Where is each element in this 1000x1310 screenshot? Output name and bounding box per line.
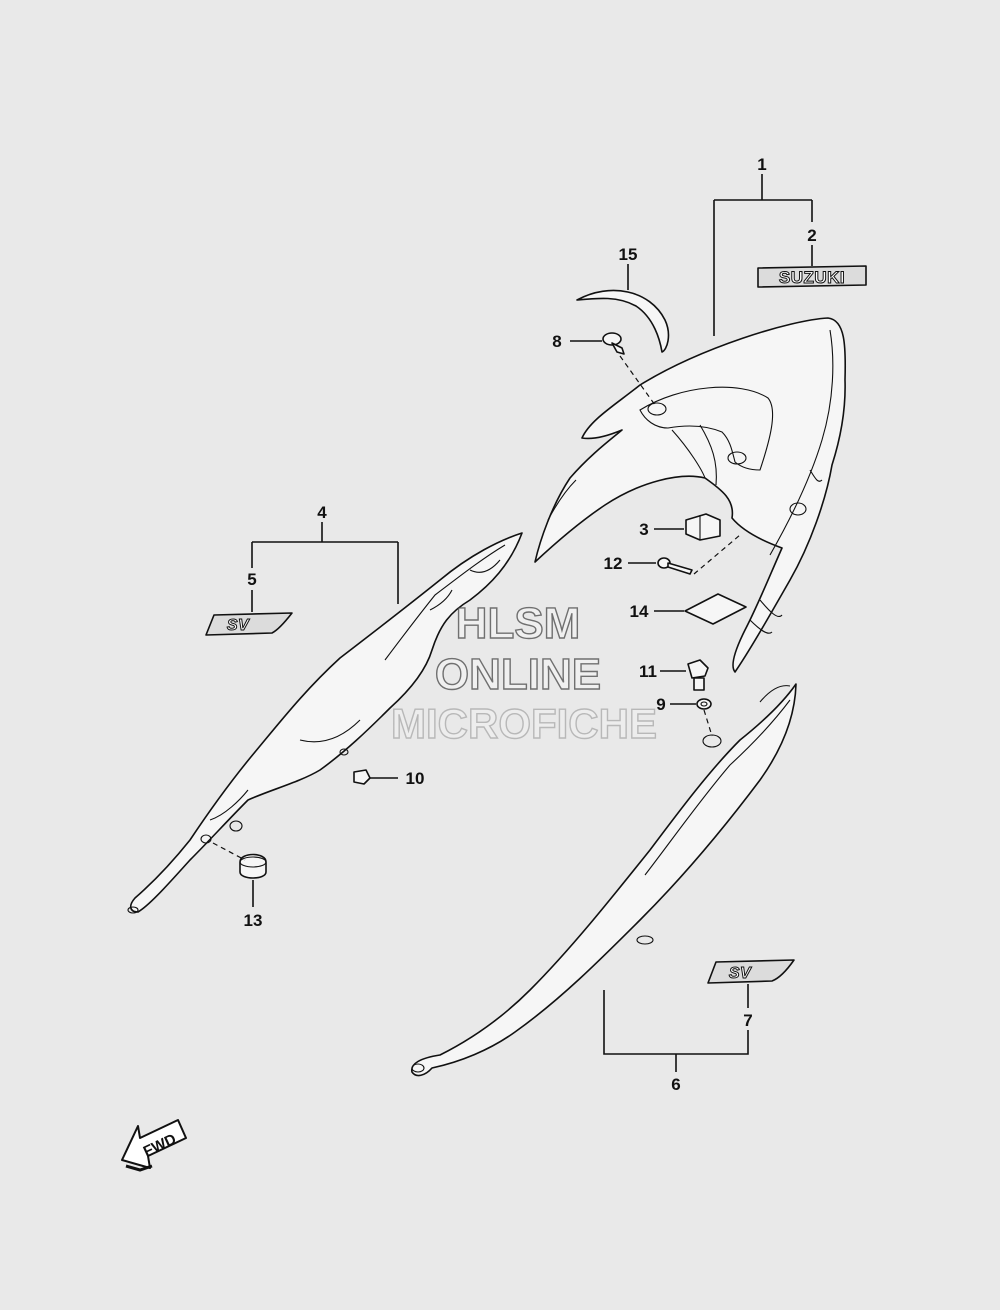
model-emblem-right-text: SV	[729, 965, 752, 982]
model-emblem-left-text: SV	[227, 617, 250, 634]
callout-8: 8	[552, 332, 561, 351]
part-6-right-frame-cover	[411, 683, 797, 1077]
callout-6: 6	[671, 1075, 680, 1094]
callout-14: 14	[630, 602, 649, 621]
part-9-nut	[696, 698, 712, 710]
callout-11: 11	[639, 662, 657, 681]
callout-2: 2	[807, 226, 816, 245]
part-3-cushion	[685, 513, 721, 541]
forward-arrow-icon: FWD	[121, 1119, 187, 1172]
callout-9: 9	[656, 695, 665, 714]
part-10-clip	[353, 769, 371, 785]
part-5-model-emblem: SV	[205, 612, 293, 636]
callout-12: 12	[604, 554, 623, 573]
watermark: HLSM ONLINE MICROFICHE	[390, 598, 657, 747]
part-15-seal-strip	[576, 289, 670, 353]
leader-lines	[251, 174, 813, 1072]
part-13-grommet	[239, 853, 267, 879]
part-11-bolt	[687, 659, 709, 691]
callout-15: 15	[619, 245, 638, 264]
grommet-13-alignment-line	[212, 842, 246, 861]
watermark-line-2: ONLINE	[435, 650, 601, 699]
callout-3: 3	[639, 520, 648, 539]
part-7-model-emblem: SV	[707, 959, 795, 984]
callout-numbers: 1 2 3 4 5 6 7 8 9 10 11 12 13 14 15	[244, 155, 817, 1094]
part-2-brand-emblem: SUZUKI	[757, 265, 867, 288]
part-12-screw	[657, 557, 693, 575]
part-14-pad	[684, 593, 747, 625]
callout-7: 7	[743, 1011, 752, 1030]
part-4-left-frame-cover	[127, 532, 523, 914]
callout-13: 13	[244, 911, 263, 930]
brand-emblem-text: SUZUKI	[779, 268, 845, 287]
part-8-bolt	[602, 332, 625, 355]
screw-12-alignment-line	[693, 534, 741, 575]
callout-5: 5	[247, 570, 256, 589]
nut-9-alignment-line	[703, 709, 713, 737]
callout-1: 1	[757, 155, 766, 174]
part-1-seat-tail-cover	[534, 317, 847, 673]
watermark-line-3: MICROFICHE	[391, 700, 657, 747]
callout-10: 10	[406, 769, 425, 788]
callout-4: 4	[317, 503, 327, 522]
bolt-8-alignment-line	[619, 355, 656, 406]
watermark-line-1: HLSM	[456, 599, 581, 648]
